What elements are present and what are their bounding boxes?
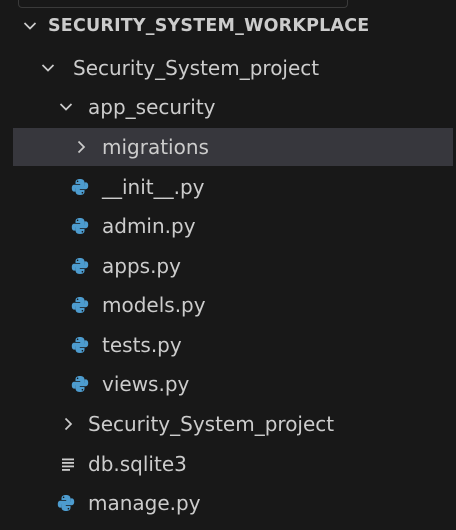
tree-item-init-py[interactable]: __init__.py [0, 168, 456, 206]
tree-item-models-py[interactable]: models.py [0, 286, 456, 324]
python-icon [69, 168, 91, 206]
tree-item-manage-py[interactable]: manage.py [0, 484, 456, 522]
tree-item-label: tests.py [102, 333, 182, 357]
tree-item-migrations[interactable]: migrations [13, 128, 453, 166]
tree-item-label: manage.py [88, 491, 201, 515]
tree-item-label: app_security [88, 95, 216, 119]
tree-item-views-py[interactable]: views.py [0, 365, 456, 403]
tree-item-label: migrations [102, 135, 209, 159]
chevron-right-icon [58, 405, 78, 443]
tree-item-db-sqlite3[interactable]: db.sqlite3 [0, 445, 456, 483]
tree-item-label: Security_System_project [73, 56, 320, 80]
tree-item-tests-py[interactable]: tests.py [0, 326, 456, 364]
tree-item-security-system-project[interactable]: Security_System_project [0, 49, 456, 87]
tree-item-label: Security_System_project [88, 412, 335, 436]
chevron-down-icon [38, 49, 58, 87]
python-icon [69, 207, 91, 245]
scroll-hint [18, 0, 348, 8]
python-icon [69, 286, 91, 324]
tree-item-label: __init__.py [102, 175, 205, 199]
root-folder-label: SECURITY_SYSTEM_WORKPLACE [48, 16, 370, 36]
tree-item-admin-py[interactable]: admin.py [0, 207, 456, 245]
chevron-down-icon [20, 7, 40, 45]
tree-item-label: views.py [102, 372, 190, 396]
tree-item-label: apps.py [102, 254, 181, 278]
lines-icon [57, 445, 79, 483]
tree-item-apps-py[interactable]: apps.py [0, 247, 456, 285]
tree-item-security-system-project-inner[interactable]: Security_System_project [0, 405, 456, 443]
tree-root-folder[interactable]: SECURITY_SYSTEM_WORKPLACE [0, 7, 456, 45]
python-icon [69, 326, 91, 364]
tree-item-label: db.sqlite3 [88, 452, 187, 476]
chevron-right-icon [71, 128, 91, 166]
tree-item-label: admin.py [102, 214, 196, 238]
tree-item-label: models.py [102, 293, 206, 317]
python-icon [55, 484, 77, 522]
chevron-down-icon [56, 88, 76, 126]
python-icon [69, 247, 91, 285]
python-icon [69, 365, 91, 403]
tree-item-app-security[interactable]: app_security [0, 88, 456, 126]
